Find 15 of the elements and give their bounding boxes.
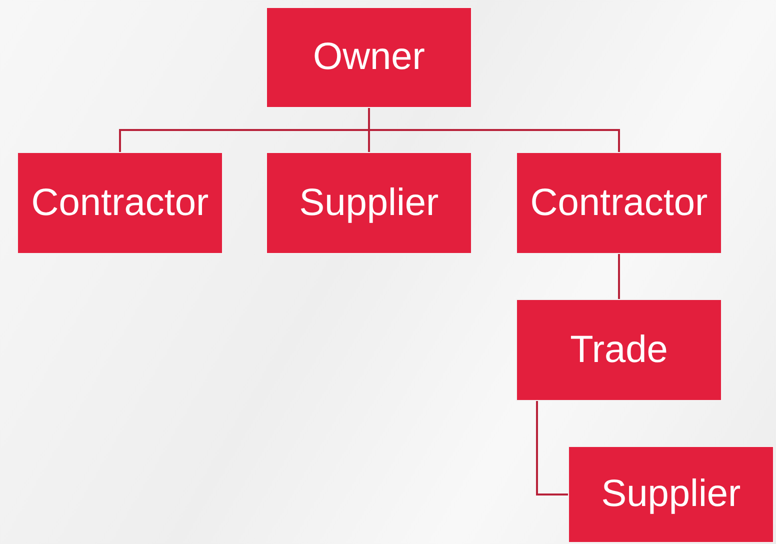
role-box <box>517 153 721 253</box>
connector-line <box>536 400 569 496</box>
role-label: Contractor <box>31 182 209 224</box>
role-box <box>267 8 471 107</box>
role-label: Supplier <box>299 182 439 224</box>
role-box <box>267 153 471 253</box>
role-label: Contractor <box>530 182 708 224</box>
role-box <box>569 447 773 542</box>
role-box <box>18 153 222 253</box>
role-label: Supplier <box>601 473 741 516</box>
role-label: Trade <box>570 328 668 372</box>
role-label: Owner <box>313 36 425 79</box>
role-box <box>517 300 721 400</box>
connector-line <box>618 253 620 300</box>
connector-line <box>368 107 620 153</box>
